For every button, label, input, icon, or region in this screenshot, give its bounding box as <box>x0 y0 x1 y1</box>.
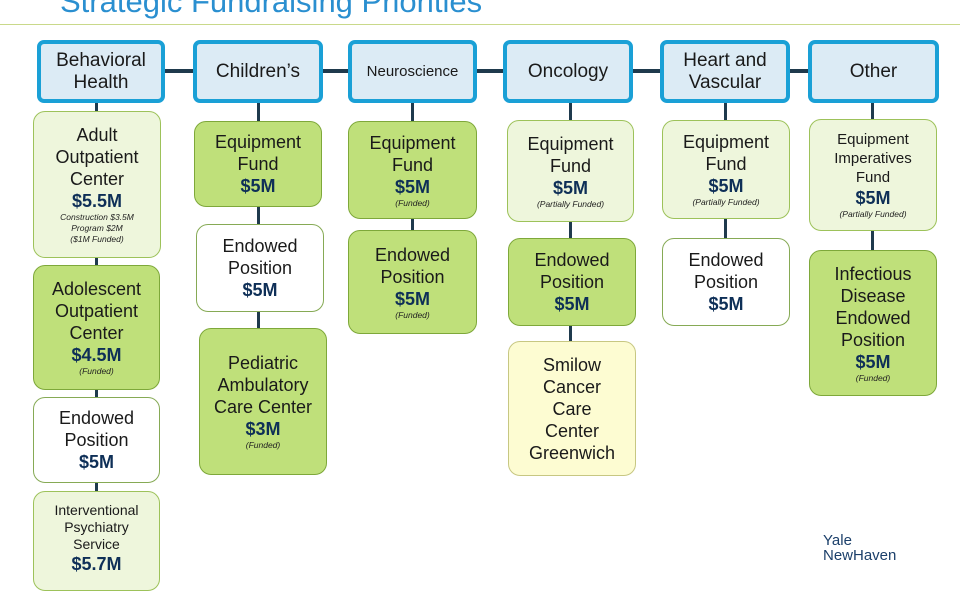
box-title: Equipment Fund <box>682 132 770 174</box>
box-amount: $5M <box>552 177 588 198</box>
box-note: (Partially Funded) <box>692 197 760 207</box>
box-endowed-position-neuroscience: Endowed Position $5M (Funded) <box>348 230 477 334</box>
box-note: Program $2M <box>71 223 123 233</box>
box-equipment-imperatives-fund: Equipment Imperatives Fund $5M (Partiall… <box>809 119 937 231</box>
yale-newhaven-logo: Yale NewHaven <box>823 533 896 563</box>
box-title: Equipment Fund <box>527 133 614 176</box>
header-connector <box>100 69 873 73</box>
connector-childrens <box>257 100 260 340</box>
box-amount: $5.7M <box>71 554 122 574</box>
box-adolescent-outpatient-center: Adolescent Outpatient Center $4.5M (Fund… <box>33 265 160 390</box>
box-title: Endowed Position <box>688 250 764 292</box>
box-note: (Partially Funded) <box>839 209 907 219</box>
box-amount: $4.5M <box>71 345 122 365</box>
box-title: Equipment Fund <box>369 132 456 175</box>
box-endowed-position-behavioral: Endowed Position $5M <box>33 397 160 483</box>
box-amount: $5M <box>240 176 276 196</box>
box-endowed-position-childrens: Endowed Position $5M <box>196 224 324 312</box>
box-amount: $5M <box>855 351 891 372</box>
header-other: Other <box>808 40 939 103</box>
box-adult-outpatient-center: Adult Outpatient Center $5.5M Constructi… <box>33 111 161 258</box>
box-amount: $5.5M <box>71 191 123 211</box>
box-infectious-disease-endowed: Infectious Disease Endowed Position $5M … <box>809 250 937 396</box>
box-note: ($1M Funded) <box>70 234 124 244</box>
box-title: Endowed Position <box>534 250 610 292</box>
box-title: Pediatric Ambulatory Care Center <box>213 353 313 417</box>
box-note: (Partially Funded) <box>536 198 605 209</box>
box-amount: $5M <box>554 294 590 314</box>
box-smilow-cancer-care: Smilow Cancer Care Center Greenwich <box>508 341 636 476</box>
box-endowed-position-heart: Endowed Position $5M <box>662 238 790 326</box>
box-title: Equipment Imperatives Fund <box>834 131 912 186</box>
box-title: Endowed Position <box>374 244 451 287</box>
box-note: (Funded) <box>395 197 430 208</box>
box-title: Smilow Cancer Care Center Greenwich <box>528 354 616 463</box>
box-amount: $5M <box>708 176 744 196</box>
box-interventional-psychiatry: Interventional Psychiatry Service $5.7M <box>33 491 160 591</box>
box-title: Infectious Disease Endowed Position <box>834 263 912 350</box>
logo-line1: Yale <box>823 532 852 549</box>
box-equipment-fund-childrens: Equipment Fund $5M <box>194 121 322 207</box>
box-amount: $3M <box>245 419 281 439</box>
title-divider <box>0 24 960 25</box>
box-pediatric-ambulatory: Pediatric Ambulatory Care Center $3M (Fu… <box>199 328 327 475</box>
box-amount: $5M <box>394 288 430 309</box>
box-note: Construction $3.5M <box>60 212 134 222</box>
box-equipment-fund-neuroscience: Equipment Fund $5M (Funded) <box>348 121 477 219</box>
box-amount: $5M <box>855 188 891 208</box>
box-note: (Funded) <box>245 440 281 450</box>
box-amount: $5M <box>708 294 744 314</box>
header-behavioral-health: Behavioral Health <box>37 40 165 103</box>
box-title: Equipment Fund <box>214 132 302 174</box>
box-note: (Funded) <box>395 309 430 320</box>
box-title: Interventional Psychiatry Service <box>54 502 139 552</box>
header-childrens: Children’s <box>193 40 323 103</box>
box-amount: $5M <box>394 176 430 197</box>
connector-oncology <box>569 100 572 350</box>
box-equipment-fund-oncology: Equipment Fund $5M (Partially Funded) <box>507 120 634 222</box>
box-title: Endowed Position <box>222 236 298 278</box>
header-oncology: Oncology <box>503 40 633 103</box>
logo-line2: NewHaven <box>823 547 897 564</box>
box-title: Endowed Position <box>58 408 135 450</box>
box-amount: $5M <box>78 452 114 472</box>
box-endowed-position-oncology: Endowed Position $5M <box>508 238 636 326</box>
box-note: (Funded) <box>855 372 891 383</box>
box-title: Adult Outpatient Center <box>55 125 139 189</box>
box-amount: $5M <box>242 280 278 300</box>
box-title: Adolescent Outpatient Center <box>51 279 142 343</box>
page-title: Strategic Fundraising Priorities <box>60 0 483 19</box>
header-heart-vascular: Heart and Vascular <box>660 40 790 103</box>
box-note: (Funded) <box>79 366 114 376</box>
box-equipment-fund-heart: Equipment Fund $5M (Partially Funded) <box>662 120 790 219</box>
header-neuroscience: Neuroscience <box>348 40 477 103</box>
